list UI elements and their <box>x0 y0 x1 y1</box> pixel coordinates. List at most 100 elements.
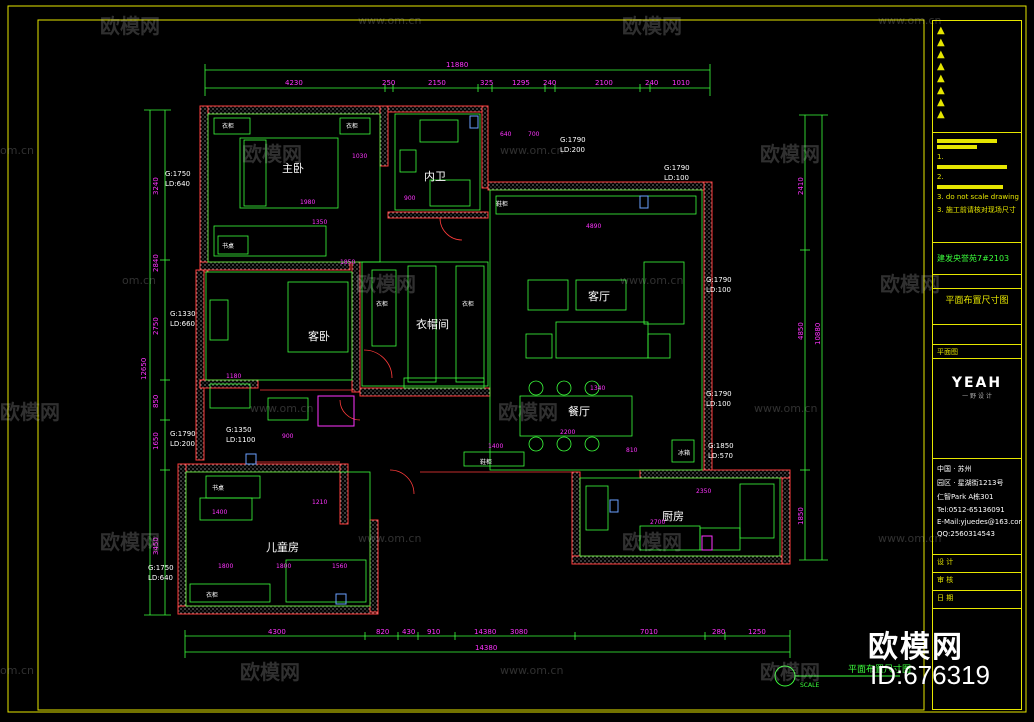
watermark-url: www.om.cn <box>250 402 314 415</box>
dim-bottom-total: 14380 <box>475 644 497 652</box>
ceiling-note-ld: LD:640 <box>165 180 190 188</box>
watermark: 欧模网 <box>622 14 682 38</box>
ceiling-note-ld: LD:1100 <box>226 436 255 444</box>
dim-inner: 1850 <box>340 259 355 266</box>
warning-icon: ▲ <box>937 61 945 72</box>
dim-top-6: 240 <box>543 79 556 87</box>
dim-inner: 1030 <box>352 153 367 160</box>
dim-side-r1: 2410 <box>797 177 805 195</box>
ceiling-note-g: G:1750 <box>165 170 191 178</box>
notes-section: 1. 2. 3. do not scale drawing 3. 施工前请核对现… <box>933 133 1021 243</box>
ceiling-note-g: G:1330 <box>170 310 196 318</box>
watermark: 欧模网 <box>100 530 160 554</box>
dim-bottom-9: 1250 <box>748 628 766 636</box>
logo-section: YEAH 一 野 设 计 <box>933 359 1021 459</box>
company-line: Tel:0512-65136091 <box>937 506 1005 514</box>
ceiling-note-g: G:1790 <box>560 136 586 144</box>
title-block: ▲ ▲ ▲ ▲ ▲ ▲ ▲ ▲ 1. 2. 3. do not scale dr… <box>932 20 1022 710</box>
dim-top-9: 1010 <box>672 79 690 87</box>
ceiling-note-ld: LD:100 <box>664 174 689 182</box>
dim-inner: 700 <box>528 131 540 138</box>
dim-inner: 1350 <box>312 219 327 226</box>
room-label-living: 客厅 <box>588 289 610 303</box>
company-logo: YEAH <box>951 375 1003 391</box>
ceiling-note-ld: LD:660 <box>170 320 195 328</box>
dim-inner: 1980 <box>300 199 315 206</box>
note-line: 1. <box>937 153 944 161</box>
dim-top-1: 4230 <box>285 79 303 87</box>
room-label-kids: 儿童房 <box>266 540 299 554</box>
furniture-label: 衣柜 <box>346 122 358 130</box>
watermark: 欧模网 <box>242 142 302 166</box>
company-line: QQ:2560314543 <box>937 530 995 538</box>
furniture-label: 冰箱 <box>678 449 690 457</box>
inner-frame <box>37 19 925 711</box>
dim-inner: 900 <box>282 433 294 440</box>
dim-inner: 1560 <box>332 563 347 570</box>
room-label-kitchen: 厨房 <box>662 510 684 523</box>
dim-inner: 2700 <box>650 519 665 526</box>
furniture <box>189 117 775 603</box>
room-outlines <box>185 113 781 607</box>
dim-top-8: 240 <box>645 79 658 87</box>
warning-icon: ▲ <box>937 49 945 60</box>
dim-inner: 2200 <box>560 429 575 436</box>
room-label-bath: 内卫 <box>424 169 446 183</box>
dim-inner: 640 <box>500 131 512 138</box>
ceiling-note-ld: LD:570 <box>708 452 733 460</box>
furniture-label: 衣柜 <box>222 122 234 130</box>
ceiling-note-ld: LD:200 <box>560 146 585 154</box>
dim-bottom-1: 4300 <box>268 628 286 636</box>
watermark-url: www.om.cn <box>358 532 422 545</box>
dim-top-total: 11880 <box>446 61 468 69</box>
dim-side-6: 3450 <box>152 537 160 555</box>
warning-icon: ▲ <box>937 37 945 48</box>
dim-side-2: 2840 <box>152 254 160 272</box>
dim-inner: 1800 <box>276 563 291 570</box>
company-line: 园区 · 星湖街1213号 <box>937 479 1004 487</box>
warning-icon: ▲ <box>937 73 945 84</box>
bottom-dimensions <box>184 630 791 658</box>
ceiling-note-g: G:1750 <box>148 564 174 572</box>
watermark-url: www.om.cn <box>754 402 818 415</box>
furniture-label: 衣柜 <box>206 591 218 599</box>
dim-side-3: 2750 <box>152 317 160 335</box>
dim-side-r-total: 10880 <box>814 323 822 345</box>
brand-watermark: 欧模网 <box>868 630 964 665</box>
company-logo-sub: 一 野 设 计 <box>962 393 992 400</box>
drawing-title-symbol: 平面布置尺寸图 SCALE <box>774 663 911 689</box>
dim-side-1: 3240 <box>152 177 160 195</box>
room-label-closet: 衣帽间 <box>416 317 449 331</box>
watermark: 欧模网 <box>760 142 820 166</box>
watermark-url: www.om.cn <box>878 532 942 545</box>
small-label: 平面图 <box>933 345 1021 359</box>
drawing-name: 平面布置尺寸图 <box>933 289 1021 325</box>
dim-bottom-3: 430 <box>402 628 415 636</box>
drawing-title: 平面布置尺寸图 <box>848 663 911 675</box>
dim-inner: 4890 <box>586 223 601 230</box>
watermark-url: om.cn <box>122 274 156 287</box>
dim-inner: 810 <box>626 447 638 454</box>
dim-side-total: 12650 <box>140 358 148 380</box>
dim-top-5: 1295 <box>512 79 530 87</box>
scale-label: SCALE <box>800 682 819 689</box>
ceiling-note-ld: LD:100 <box>706 286 731 294</box>
warning-icon: ▲ <box>937 97 945 108</box>
top-dimensions <box>204 64 711 96</box>
watermark-url: www.om.cn <box>500 664 564 677</box>
reviewer-row: 审 核 <box>933 573 1021 591</box>
dim-inner: 1400 <box>212 509 227 516</box>
dim-top-7: 2100 <box>595 79 613 87</box>
project-name: 建发央誉苑7#2103 <box>933 243 1021 275</box>
watermark: 欧模网 <box>356 272 416 296</box>
warning-icon: ▲ <box>937 109 945 120</box>
dim-bottom-7: 7010 <box>640 628 658 636</box>
watermark-url: www.om.cn <box>878 14 942 27</box>
note-line: 3. do not scale drawing <box>937 193 1019 201</box>
dim-top-2: 250 <box>382 79 395 87</box>
watermark: 欧模网 <box>240 660 300 684</box>
side-dimensions <box>144 109 828 616</box>
dim-top-4: 325 <box>480 79 493 87</box>
dim-bottom-6: 3080 <box>510 628 528 636</box>
